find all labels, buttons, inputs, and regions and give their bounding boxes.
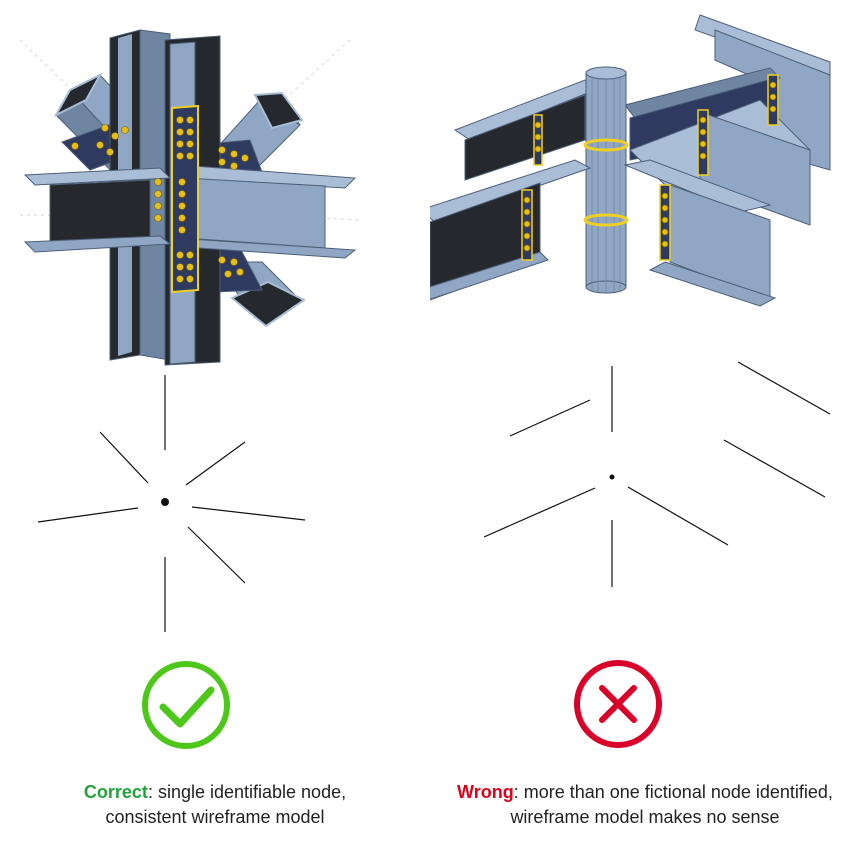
member-right [191, 506, 306, 521]
node-point [161, 498, 169, 506]
wrong-steel-connection [430, 14, 831, 307]
fictional-node-point [609, 474, 615, 480]
wrong-caption-line2: wireframe model makes no sense [510, 807, 780, 827]
correct-wireframe [37, 375, 306, 632]
check-circle-icon [142, 661, 230, 749]
correct-panel: Correct: single identifiable node, consi… [0, 29, 430, 830]
correct-separator: : [147, 782, 153, 802]
wrong-caption-line1: more than one fictional node identified, [518, 782, 833, 802]
correct-drawing [19, 29, 361, 749]
member-upper-left [99, 431, 149, 484]
wrong-caption: Wrong: more than one fictional node iden… [430, 780, 860, 830]
correct-caption-line2: consistent wireframe model [105, 807, 325, 827]
member-left [37, 507, 139, 523]
member-lower-right [187, 526, 246, 584]
correct-label: Correct [83, 782, 148, 802]
correct-caption-line1: single identifiable node, [152, 782, 347, 802]
correct-caption: Correct: single identifiable node, consi… [0, 780, 430, 830]
wrong-separator: : [513, 782, 519, 802]
wrong-label: Wrong [457, 782, 514, 802]
bolts [71, 116, 249, 283]
wrong-wireframe [483, 361, 831, 587]
wrong-drawing [430, 14, 831, 748]
beam-left [23, 167, 172, 253]
correct-steel-connection [19, 29, 361, 366]
x-circle-icon [574, 660, 662, 748]
wrong-panel: Wrong: more than one fictional node iden… [430, 0, 860, 857]
beam-right [169, 164, 357, 259]
member-upper-right [185, 441, 246, 486]
